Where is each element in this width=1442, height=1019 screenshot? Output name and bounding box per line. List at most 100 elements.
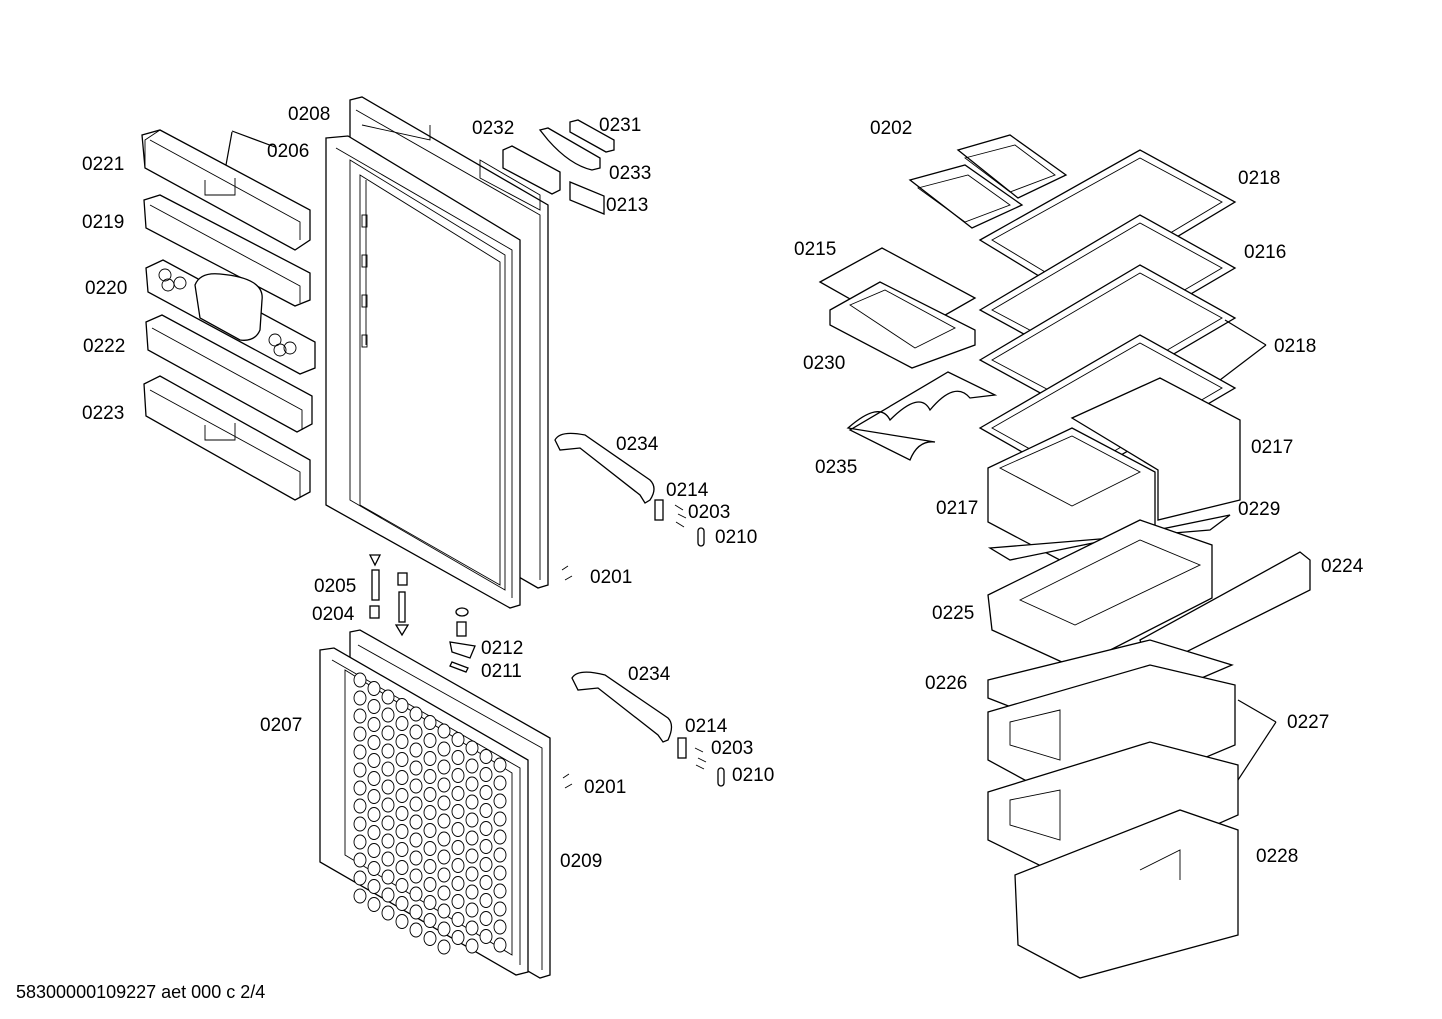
label-0210-upper: 0210: [715, 527, 757, 548]
door-dot: [353, 744, 367, 760]
door-dot: [395, 806, 409, 821]
door-shelf-0223: [143, 375, 311, 501]
label-0224: 0224: [1321, 556, 1364, 577]
door-dot: [381, 833, 395, 849]
egg-cup-tray: [846, 371, 998, 461]
door-dot: [465, 902, 479, 918]
door-dot: [381, 725, 395, 741]
door-dot: [409, 760, 423, 776]
door-dot: [479, 821, 493, 836]
drawer-frame: [987, 514, 1311, 671]
label-0227: 0227: [1287, 712, 1329, 733]
door-dot: [353, 726, 367, 742]
door-dot: [437, 723, 451, 739]
door-dot: [395, 878, 409, 893]
door-dot: [437, 939, 451, 955]
door-dot: [493, 901, 507, 917]
door-dot: [353, 780, 367, 796]
door-dot: [451, 894, 465, 909]
door-dot: [409, 742, 423, 758]
upper-small-parts: [502, 119, 615, 215]
door-dot: [423, 715, 437, 730]
door-dot: [493, 883, 507, 899]
door-dot: [353, 762, 367, 778]
door-dot: [381, 851, 395, 867]
door-dot: [479, 767, 493, 782]
door-dot: [465, 848, 479, 864]
door-dot: [479, 803, 493, 818]
upper-handle: [554, 432, 705, 581]
door-dot: [423, 841, 437, 856]
door-dot: [465, 830, 479, 846]
door-dot: [409, 796, 423, 812]
door-dot: [381, 905, 395, 921]
door-dot: [465, 866, 479, 882]
door-dot: [423, 931, 437, 946]
lower-handle: [562, 671, 725, 789]
label-0204: 0204: [312, 604, 355, 625]
door-dot: [493, 775, 507, 791]
label-0221: 0221: [82, 154, 124, 175]
door-dot: [395, 698, 409, 713]
label-0223: 0223: [82, 403, 124, 424]
label-0234-lower: 0234: [628, 664, 671, 685]
door-dot: [465, 812, 479, 828]
label-0203-lower: 0203: [711, 738, 753, 759]
door-dot: [367, 807, 381, 822]
door-dot: [409, 832, 423, 848]
door-dot: [479, 911, 493, 926]
label-0208: 0208: [288, 104, 330, 125]
door-dot: [437, 813, 451, 829]
door-dot: [451, 822, 465, 837]
door-dot: [451, 840, 465, 855]
door-dot: [353, 816, 367, 832]
label-0209: 0209: [560, 851, 602, 872]
door-dot: [437, 903, 451, 919]
door-shelf-0219: [143, 194, 311, 307]
door-dot: [493, 919, 507, 935]
door-dot: [423, 913, 437, 928]
door-dot: [395, 896, 409, 911]
door-dot: [409, 904, 423, 920]
hinge-hardware: [368, 554, 476, 673]
label-0205: 0205: [314, 576, 356, 597]
label-0218-top: 0218: [1238, 168, 1280, 189]
ice-trays: [908, 134, 1068, 229]
door-dot: [353, 672, 367, 688]
door-dot: [493, 757, 507, 773]
door-dot: [451, 750, 465, 765]
door-dot: [367, 825, 381, 840]
door-dot: [423, 733, 437, 748]
door-dot: [367, 699, 381, 714]
door-dot: [423, 823, 437, 838]
door-dot: [479, 839, 493, 854]
door-dot: [367, 843, 381, 858]
label-0203-upper: 0203: [688, 502, 730, 523]
door-dot: [353, 708, 367, 724]
door-dot: [493, 829, 507, 845]
freezer-door-dot-pattern: [353, 672, 507, 955]
door-dot: [381, 887, 395, 903]
door-dot: [423, 859, 437, 874]
door-dot: [479, 875, 493, 890]
door-dot: [465, 884, 479, 900]
lower-door: [319, 629, 551, 979]
door-dot: [437, 777, 451, 793]
door-dot: [395, 788, 409, 803]
label-0228: 0228: [1256, 846, 1298, 867]
door-dot: [465, 794, 479, 810]
label-0211: 0211: [481, 661, 522, 682]
door-dot: [423, 751, 437, 766]
door-dot: [493, 937, 507, 953]
door-dot: [353, 798, 367, 814]
door-dot: [465, 920, 479, 936]
door-dot: [395, 914, 409, 929]
door-dot: [479, 893, 493, 908]
upper-door: [325, 96, 549, 609]
door-dot: [409, 868, 423, 884]
door-dot: [395, 842, 409, 857]
door-dot: [493, 793, 507, 809]
door-dot: [395, 860, 409, 875]
door-dot: [479, 929, 493, 944]
door-dot: [451, 732, 465, 747]
